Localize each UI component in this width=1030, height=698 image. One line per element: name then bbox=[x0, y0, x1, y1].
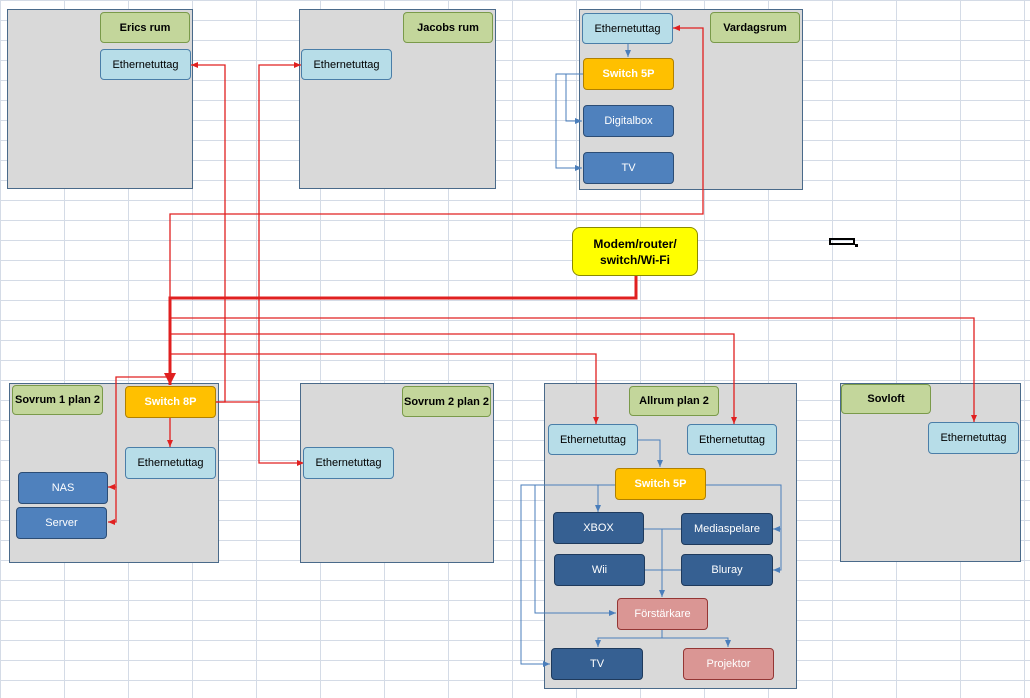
sovloft-ethernet: Ethernetuttag bbox=[928, 422, 1019, 454]
digitalbox: Digitalbox bbox=[583, 105, 674, 137]
vardagsrum-label: Vardagsrum bbox=[710, 12, 800, 43]
vardagsrum-switch: Switch 5P bbox=[583, 58, 674, 90]
xbox: XBOX bbox=[553, 512, 644, 544]
allrum-label: Allrum plan 2 bbox=[629, 386, 719, 416]
vardagsrum-tv: TV bbox=[583, 152, 674, 184]
sovrum1-label: Sovrum 1 plan 2 bbox=[12, 385, 103, 415]
mediaspelare: Mediaspelare bbox=[681, 513, 773, 545]
sovrum2-label: Sovrum 2 plan 2 bbox=[402, 386, 491, 417]
wii: Wii bbox=[554, 554, 645, 586]
allrum-tv: TV bbox=[551, 648, 643, 680]
jacobs-ethernet: Ethernetuttag bbox=[301, 49, 392, 80]
switch-8p: Switch 8P bbox=[125, 386, 216, 418]
erics-label: Erics rum bbox=[100, 12, 190, 43]
resize-handle-icon[interactable] bbox=[829, 238, 858, 247]
allrum-ethernet-2: Ethernetuttag bbox=[687, 424, 777, 455]
server: Server bbox=[16, 507, 107, 539]
allrum-switch: Switch 5P bbox=[615, 468, 706, 500]
jacobs-label: Jacobs rum bbox=[403, 12, 493, 43]
allrum-ethernet-1: Ethernetuttag bbox=[548, 424, 638, 455]
bluray: Bluray bbox=[681, 554, 773, 586]
sovrum2-ethernet: Ethernetuttag bbox=[303, 447, 394, 479]
sovrum1-ethernet: Ethernetuttag bbox=[125, 447, 216, 479]
modem-line2: switch/Wi-Fi bbox=[600, 252, 670, 267]
forstarkare: Förstärkare bbox=[617, 598, 708, 630]
erics-ethernet: Ethernetuttag bbox=[100, 49, 191, 80]
vardagsrum-ethernet: Ethernetuttag bbox=[582, 13, 673, 44]
modem-line1: Modem/router/ bbox=[593, 236, 677, 251]
sovloft-label: Sovloft bbox=[841, 384, 931, 414]
projektor: Projektor bbox=[683, 648, 774, 680]
nas: NAS bbox=[18, 472, 108, 504]
modem-router: Modem/router/ switch/Wi-Fi bbox=[572, 227, 698, 276]
